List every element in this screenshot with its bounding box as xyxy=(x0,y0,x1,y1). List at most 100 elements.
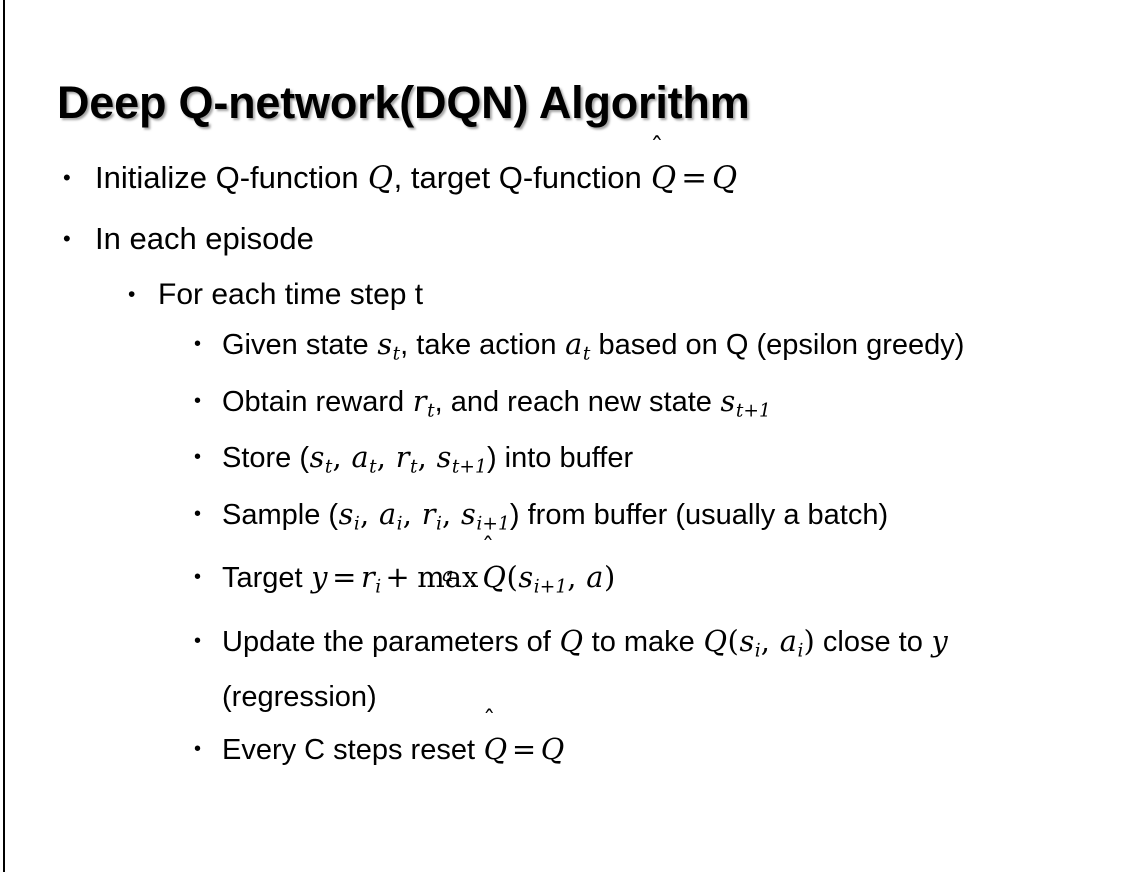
text-given-state-mid: , take action xyxy=(400,329,565,361)
list-item-for-each-time-step-text: For each time step t xyxy=(158,278,424,311)
bullet-icon: • xyxy=(194,738,202,761)
list-item-obtain-reward: • Obtain reward rt, and reach new state … xyxy=(0,378,1124,435)
text-update-suffix: (regression) xyxy=(222,681,377,714)
math-var-a: a xyxy=(779,623,797,658)
text-initialize-mid: , target Q-function xyxy=(393,160,651,195)
bullet-icon: • xyxy=(194,333,202,355)
math-subscript-t-plus-1: t+1 xyxy=(735,400,771,422)
text-given-state-suffix: based on Q (epsilon greedy) xyxy=(590,329,965,361)
math-var-q-hat-base: Q xyxy=(482,560,506,595)
math-var-a: a xyxy=(586,560,604,595)
math-var-s-2: s xyxy=(436,440,452,475)
text-store-prefix: Store ( xyxy=(222,442,310,475)
list-item-given-state: • Given state st, take action at based o… xyxy=(0,321,1124,378)
math-var-s: s xyxy=(739,623,755,658)
text-store-suffix: ) into buffer xyxy=(486,442,634,475)
slide-left-border-rule xyxy=(3,0,5,872)
bullet-icon: • xyxy=(128,283,136,306)
math-subscript-t-3: t xyxy=(410,456,418,478)
text-update-mid: to make xyxy=(583,625,703,658)
bullet-icon: • xyxy=(63,165,71,190)
bullet-icon: • xyxy=(194,389,202,412)
math-var-q-2: Q xyxy=(712,161,738,196)
math-subscript-i: i xyxy=(375,576,382,598)
list-item-store: • Store (st, at, rt, st+1) into buffer xyxy=(0,434,1124,491)
math-subscript-t: t xyxy=(427,400,435,422)
math-var-s: s xyxy=(720,383,736,418)
math-comma: , xyxy=(760,623,780,658)
list-item-reset: • Every C steps reset Q̂=Q xyxy=(0,720,1124,779)
text-given-state-prefix: Given state xyxy=(222,329,377,361)
math-var-s: s xyxy=(377,327,393,361)
math-var-q-hat-base: Q xyxy=(483,732,508,767)
math-var-q: Q xyxy=(367,161,394,196)
math-operator-max-label: max xyxy=(417,560,479,595)
math-paren-close: ) xyxy=(803,623,815,658)
list-item-obtain-reward-text: Obtain reward rt, and reach new state st… xyxy=(222,378,1098,435)
math-var-q-hat: Q̂ xyxy=(482,547,507,608)
list-item-reset-text: Every C steps reset Q̂=Q xyxy=(222,720,1098,779)
math-var-a: a xyxy=(565,327,583,361)
list-item-in-each-episode-text: In each episode xyxy=(95,221,314,256)
list-item-given-state-text: Given state st, take action at based on … xyxy=(222,321,1098,378)
text-update-mid-2: close to xyxy=(814,625,931,658)
algorithm-bullet-list: • Initialize Q-function Q, target Q-func… xyxy=(0,148,1124,779)
math-var-r: r xyxy=(395,440,410,475)
bullet-icon: • xyxy=(194,446,202,469)
math-comma-3: , xyxy=(442,496,461,531)
list-item-in-each-episode: • In each episode xyxy=(0,209,1124,269)
list-item-sample-text: Sample (si, ai, ri, si+1) from buffer (u… xyxy=(222,491,1098,548)
text-obtain-reward-mid: , and reach new state xyxy=(434,385,720,418)
math-comma-2: , xyxy=(402,496,422,531)
bullet-icon: • xyxy=(194,629,202,652)
math-var-r: r xyxy=(360,560,375,595)
list-item-initialize: • Initialize Q-function Q, target Q-func… xyxy=(0,148,1124,209)
math-subscript-t-plus-1: t+1 xyxy=(451,456,487,478)
math-subscript-t: t xyxy=(324,456,333,478)
math-var-a: a xyxy=(351,440,369,475)
math-operator-equals: = xyxy=(332,560,357,595)
math-var-a: a xyxy=(378,496,397,531)
math-subscript-t: t xyxy=(392,343,401,365)
list-item-store-text: Store (st, at, rt, st+1) into buffer xyxy=(222,434,1098,491)
list-item-update: • Update the parameters of Q to make Q(s… xyxy=(0,618,1124,721)
math-var-q-2: Q xyxy=(703,623,727,658)
bullet-icon: • xyxy=(194,566,202,589)
math-var-q-hat: Q̂ xyxy=(483,720,508,779)
math-subscript-i-3: i xyxy=(435,513,443,535)
math-var-r: r xyxy=(412,383,427,418)
math-var-r: r xyxy=(421,496,436,531)
math-operator-max-subscript: a xyxy=(442,562,454,586)
bullet-icon: • xyxy=(194,502,202,525)
math-paren-open: ( xyxy=(727,623,739,658)
page-title: Deep Q-network(DQN) Algorithm xyxy=(57,77,750,129)
math-operator-plus: + xyxy=(385,560,410,595)
math-subscript-i-plus-1: i+1 xyxy=(476,513,510,535)
math-operator-equals: = xyxy=(681,160,708,196)
text-update-prefix: Update the parameters of xyxy=(222,625,559,658)
list-item-initialize-text: Initialize Q-function Q, target Q-functi… xyxy=(95,148,1124,209)
text-sample-suffix: ) from buffer (usually a batch) xyxy=(509,498,889,531)
list-item-sample: • Sample (si, ai, ri, si+1) from buffer … xyxy=(0,491,1124,548)
math-subscript-i: i xyxy=(353,513,360,535)
math-var-q-hat-base: Q xyxy=(650,161,677,196)
text-reset-prefix: Every C steps reset xyxy=(222,734,484,767)
text-sample-prefix: Sample ( xyxy=(222,498,339,531)
list-item-update-text: Update the parameters of Q to make Q(si,… xyxy=(222,618,1098,721)
math-var-q: Q xyxy=(540,732,565,767)
math-var-q-hat: Q̂ xyxy=(650,148,676,209)
bullet-icon: • xyxy=(63,226,71,251)
math-paren-close: ) xyxy=(603,560,616,595)
math-var-y: y xyxy=(931,623,948,658)
math-comma: , xyxy=(567,560,586,595)
math-subscript-i: i xyxy=(754,640,761,662)
text-target-prefix: Target xyxy=(222,562,311,595)
math-subscript-i-plus-1: i+1 xyxy=(533,576,568,598)
math-subscript-t-2: t xyxy=(369,456,377,478)
math-var-q: Q xyxy=(559,623,584,658)
math-operator-equals: = xyxy=(511,732,537,767)
math-var-s: s xyxy=(309,440,325,475)
math-comma-1: , xyxy=(359,496,379,531)
